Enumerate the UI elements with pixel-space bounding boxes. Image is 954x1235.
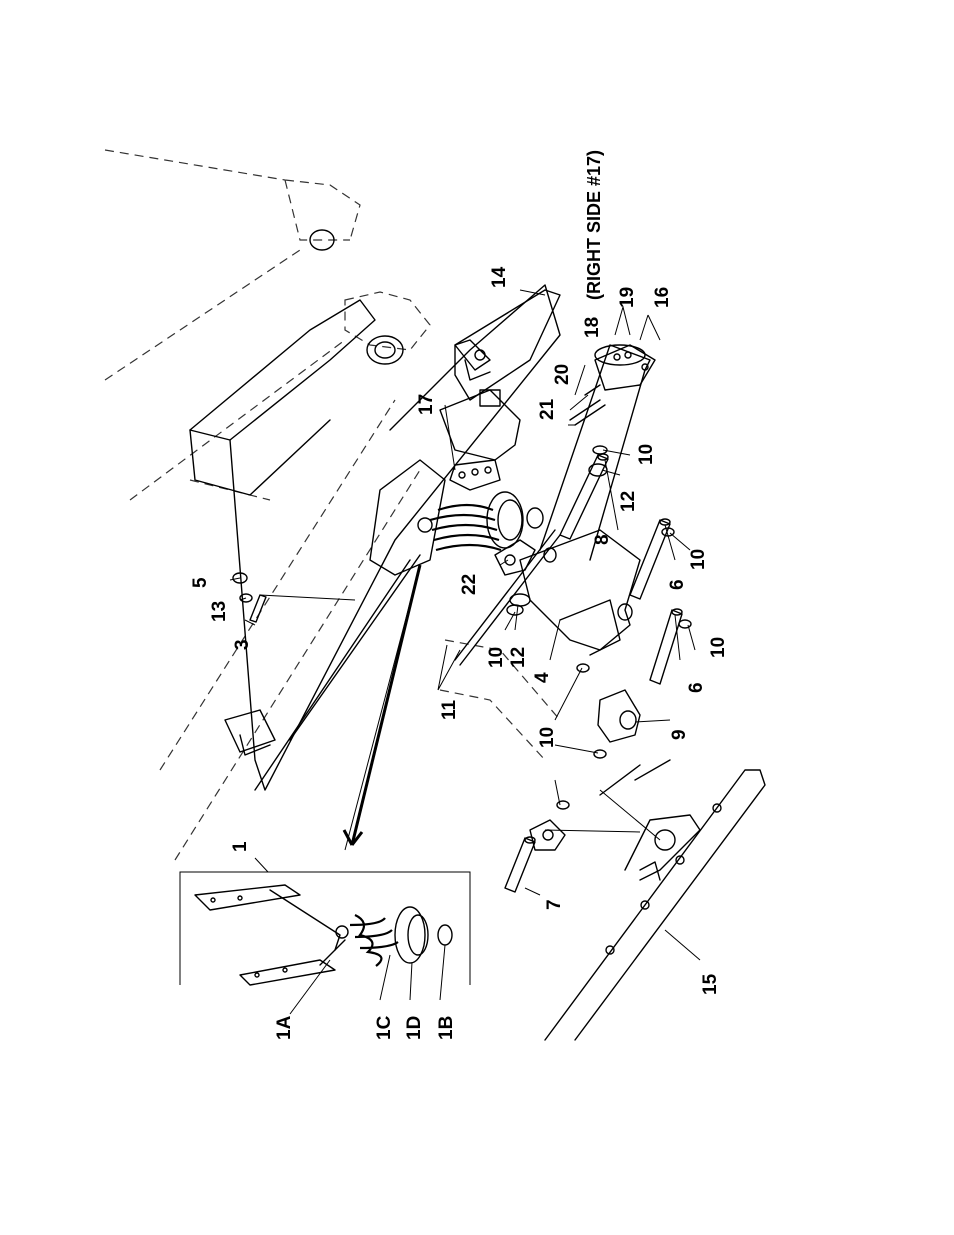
part-4-arm <box>520 530 640 655</box>
callout-4: 4 <box>532 672 553 683</box>
callout-10-d: 10 <box>688 549 709 570</box>
part-22-fitting <box>495 540 535 575</box>
callout-15: 15 <box>700 973 721 995</box>
spring-assembly-main <box>370 460 543 575</box>
callout-21: 21 <box>537 398 558 420</box>
callout-1A: 1A <box>274 1015 295 1040</box>
leader-lines <box>230 290 700 1014</box>
callout-13: 13 <box>209 601 230 622</box>
part-9-link <box>598 690 640 742</box>
callout-19: 19 <box>617 287 638 308</box>
callout-6-a: 6 <box>686 682 707 693</box>
part-17-bracket <box>440 390 520 490</box>
callout-20: 20 <box>552 364 573 385</box>
callout-8: 8 <box>592 534 613 545</box>
callout-10-e: 10 <box>636 444 657 465</box>
callout-9: 9 <box>669 729 690 740</box>
callout-14: 14 <box>489 266 510 288</box>
callout-1B: 1B <box>436 1016 457 1040</box>
washers <box>507 446 691 809</box>
callout-12-b: 12 <box>618 491 639 512</box>
part-15-rail <box>545 760 765 1040</box>
arrow-to-inset <box>344 565 420 850</box>
callout-16: 16 <box>652 287 673 308</box>
clevis-block <box>530 820 565 850</box>
callout-12-a: 12 <box>508 647 529 668</box>
callout-10-a: 10 <box>486 647 507 668</box>
callout-22: 22 <box>459 574 480 595</box>
part-14-plate <box>455 290 560 400</box>
callout-3: 3 <box>232 639 253 650</box>
callout-17: 17 <box>416 394 437 415</box>
callout-1C: 1C <box>374 1015 395 1040</box>
callout-7: 7 <box>544 899 565 910</box>
callout-11: 11 <box>439 699 460 720</box>
callout-6-b: 6 <box>667 579 688 590</box>
right-side-note: (RIGHT SIDE #17) <box>584 150 604 300</box>
fastener-3-13-5 <box>233 573 266 622</box>
callout-10-b: 10 <box>537 727 558 748</box>
callout-10-c: 10 <box>708 637 729 658</box>
callout-1: 1 <box>230 841 251 852</box>
callout-5: 5 <box>190 577 211 588</box>
ghost-frame <box>105 150 560 860</box>
callout-1D: 1D <box>404 1016 425 1040</box>
callout-18: 18 <box>582 317 603 338</box>
